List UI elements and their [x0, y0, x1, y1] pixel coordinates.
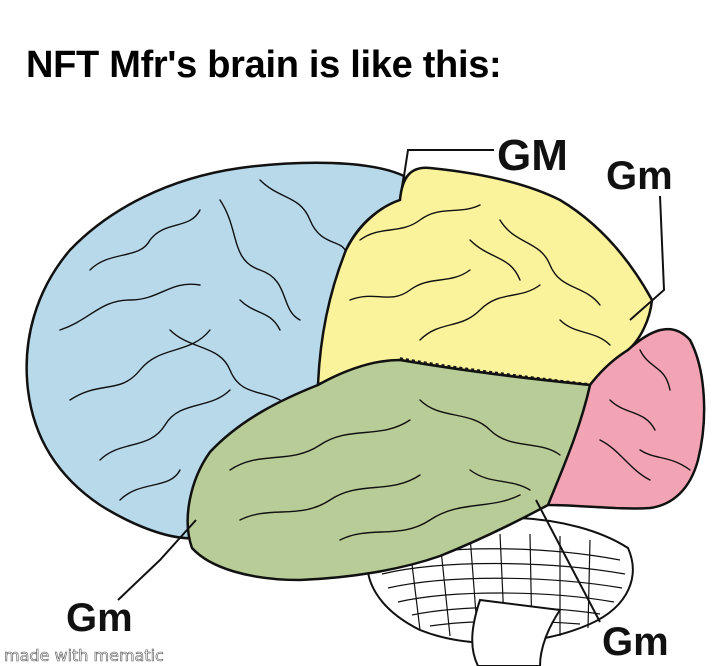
label-gm-top: GM: [497, 131, 568, 180]
meme-title: NFT Mfr's brain is like this:: [26, 44, 502, 86]
label-gm-bottom: Gm: [602, 620, 669, 664]
label-gm-left: Gm: [66, 596, 133, 640]
temporal-lobe: [186, 358, 592, 582]
watermark: made with mematic: [4, 646, 164, 666]
label-gm-right: Gm: [606, 154, 673, 198]
